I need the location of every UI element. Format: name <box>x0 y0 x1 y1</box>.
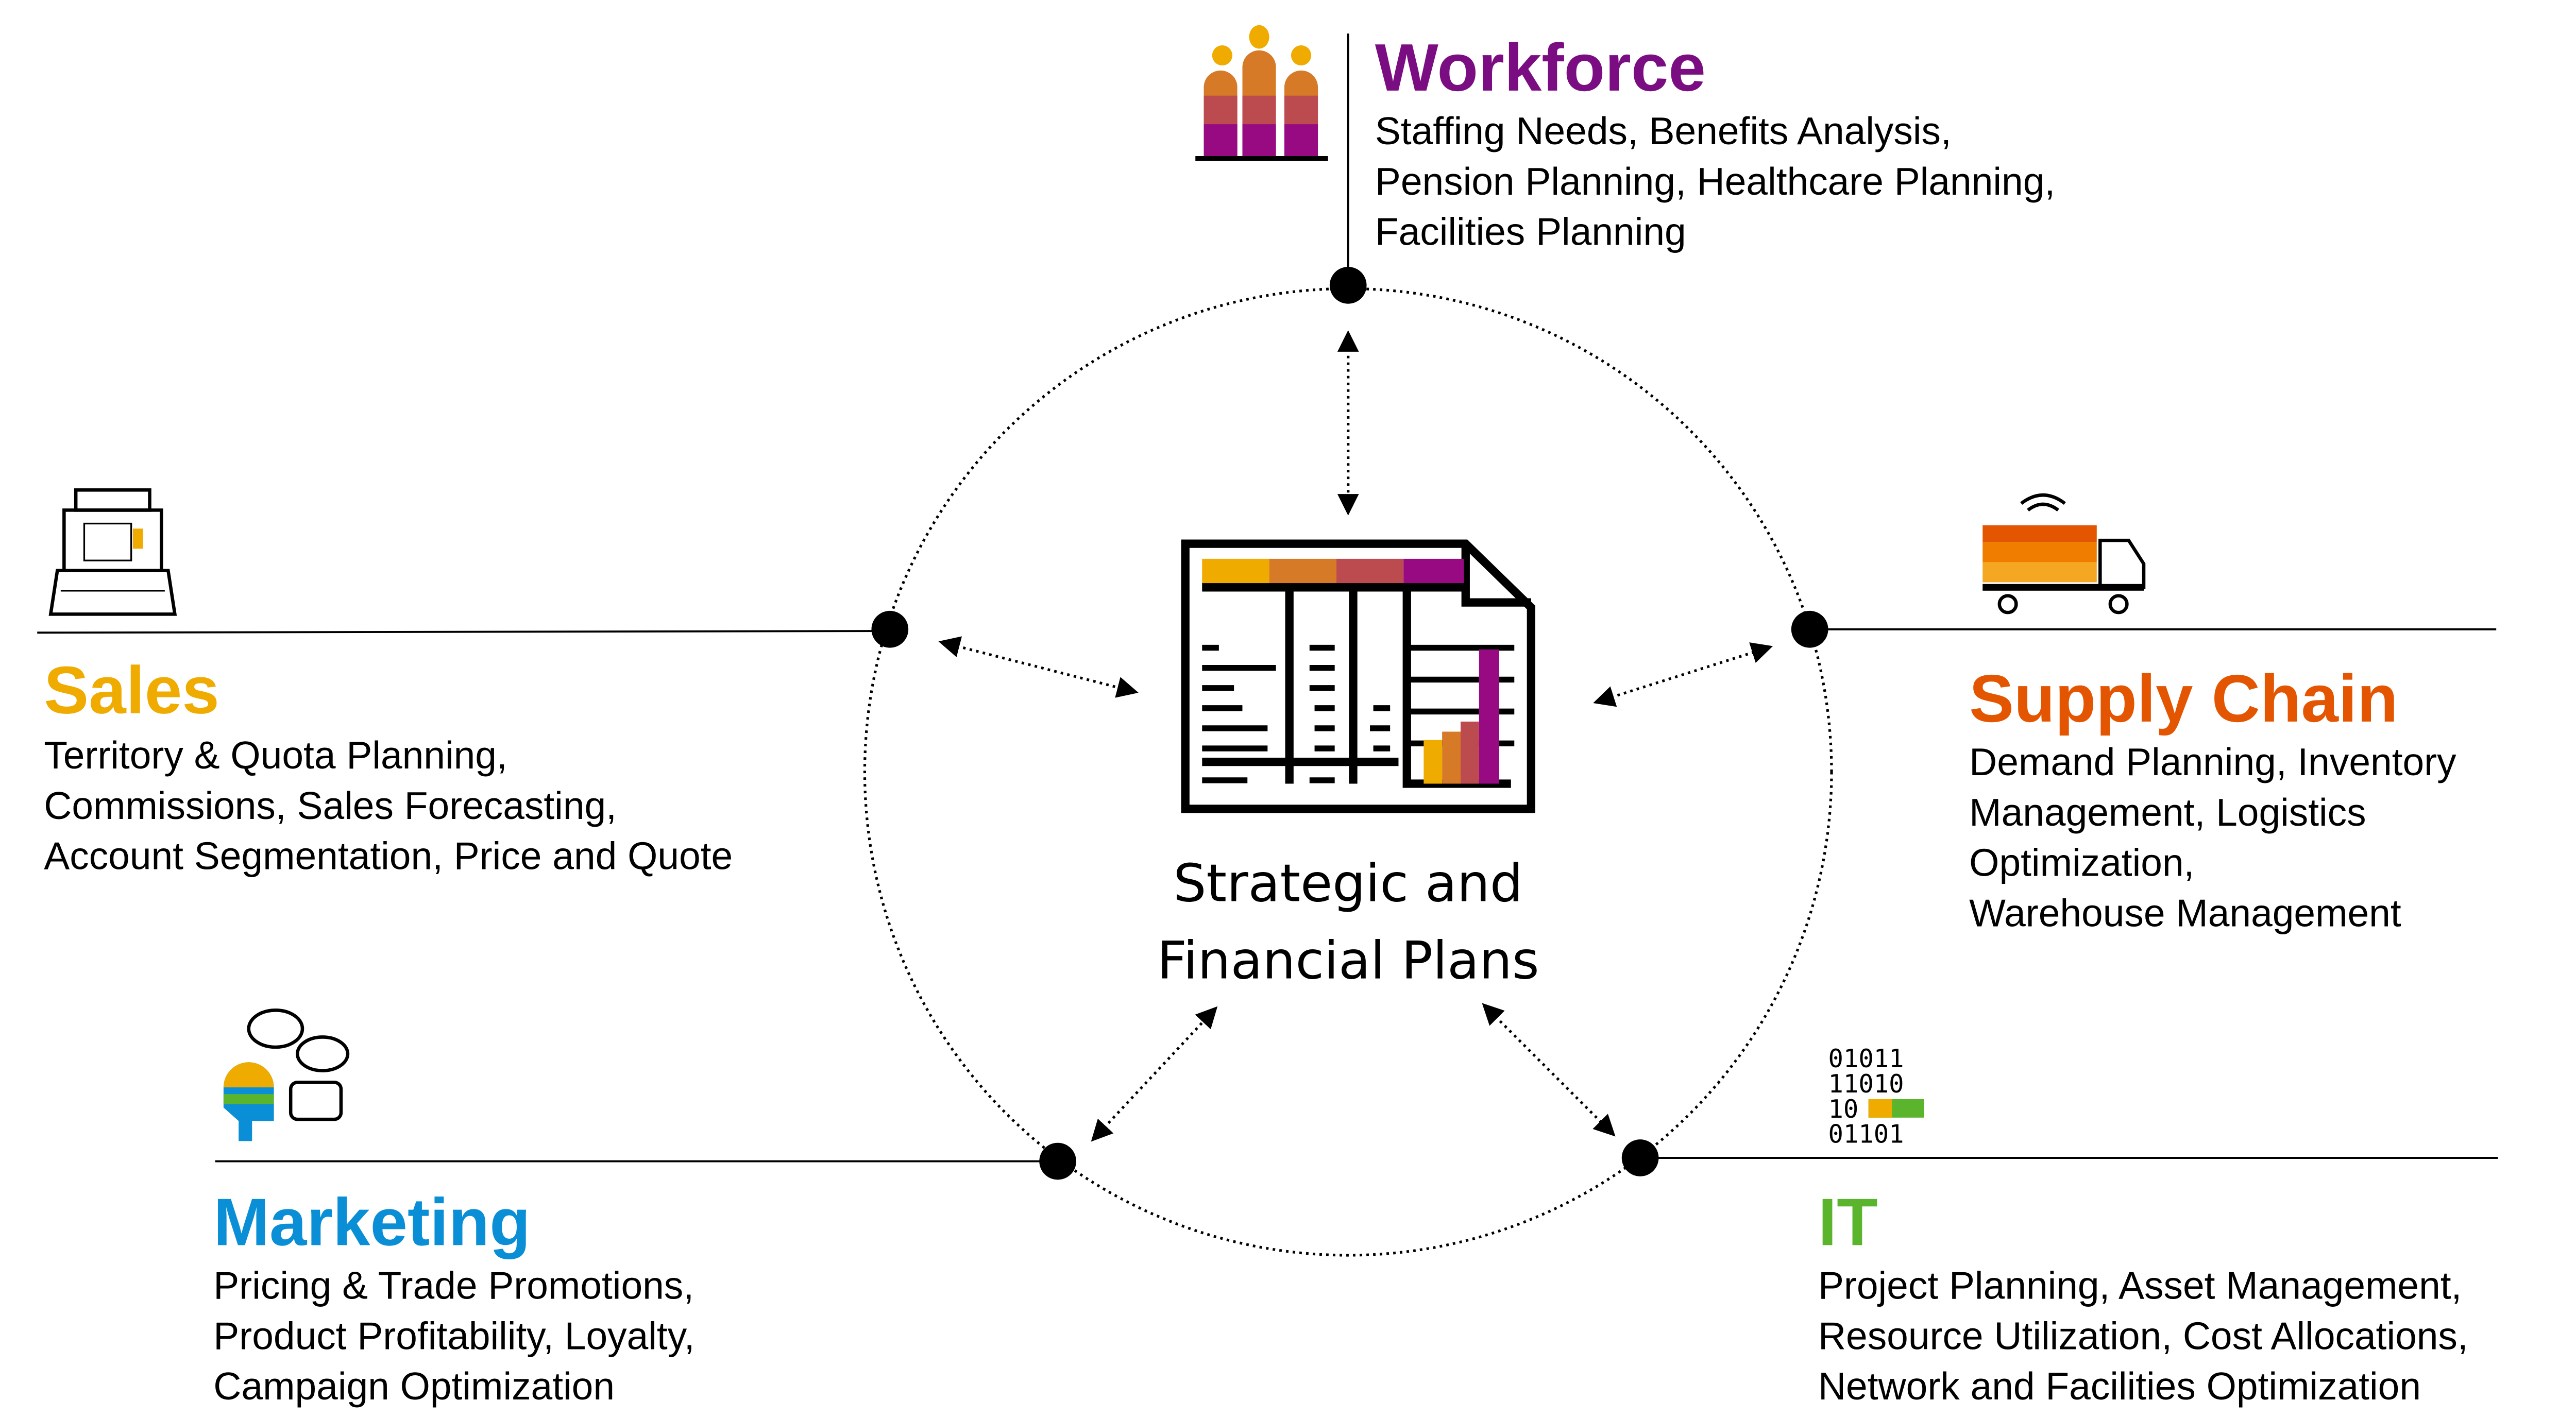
workforce-line: Facilities Planning <box>1375 210 1686 253</box>
workforce-line: Staffing Needs, Benefits Analysis, <box>1375 109 1952 152</box>
binary-row: 10 <box>1828 1095 1859 1124</box>
it-title: IT <box>1818 1184 1878 1259</box>
center-title-line1: Strategic and <box>1173 853 1523 914</box>
binary-row: 11010 <box>1828 1069 1904 1099</box>
it-line: Resource Utilization, Cost Allocations, <box>1818 1314 2468 1357</box>
marketing-line: Campaign Optimization <box>213 1364 615 1408</box>
social-feedback-icon <box>223 1009 350 1141</box>
sales-node <box>871 610 909 648</box>
supply-chain-line: Management, Logistics <box>1969 791 2366 834</box>
marketing-line: Product Profitability, Loyalty, <box>213 1314 694 1357</box>
arrow-supply-chain <box>1593 642 1773 707</box>
marketing-node <box>1039 1142 1076 1180</box>
delivery-truck-icon <box>1982 493 2146 614</box>
binary-row: 01011 <box>1828 1044 1904 1073</box>
workforce-node <box>1329 267 1367 304</box>
center-title-line2: Financial Plans <box>1157 930 1539 990</box>
workforce-title: Workforce <box>1375 30 1706 105</box>
it-line: Project Planning, Asset Management, <box>1818 1264 2462 1307</box>
supply-chain-line: Demand Planning, Inventory <box>1969 740 2456 783</box>
arrow-sales <box>938 636 1139 698</box>
binary-data-icon: 01011 11010 10 01101 <box>1828 1044 1924 1149</box>
supply-chain-title: Supply Chain <box>1969 661 2398 736</box>
spreadsheet-chart-icon <box>1181 539 1535 813</box>
sales-divider <box>37 630 890 634</box>
marketing-title: Marketing <box>213 1184 530 1259</box>
sales-line: Commissions, Sales Forecasting, <box>44 784 617 827</box>
arrow-it <box>1482 1003 1616 1137</box>
marketing-line: Pricing & Trade Promotions, <box>213 1264 694 1307</box>
it-node <box>1621 1139 1659 1176</box>
sales-line: Account Segmentation, Price and Quote <box>44 834 733 878</box>
sales-title: Sales <box>44 653 219 728</box>
binary-row: 01101 <box>1828 1120 1904 1149</box>
supply-chain-node <box>1791 610 1828 648</box>
workforce-line: Pension Planning, Healthcare Planning, <box>1375 160 2055 203</box>
sales-line: Territory & Quota Planning, <box>44 733 507 777</box>
supply-chain-line: Optimization, <box>1969 841 2194 884</box>
arrow-marketing <box>1091 1006 1218 1142</box>
it-line: Network and Facilities Optimization <box>1818 1364 2421 1408</box>
supply-chain-line: Warehouse Management <box>1969 891 2401 934</box>
cash-register-icon <box>48 488 177 616</box>
people-icon <box>1195 25 1328 161</box>
